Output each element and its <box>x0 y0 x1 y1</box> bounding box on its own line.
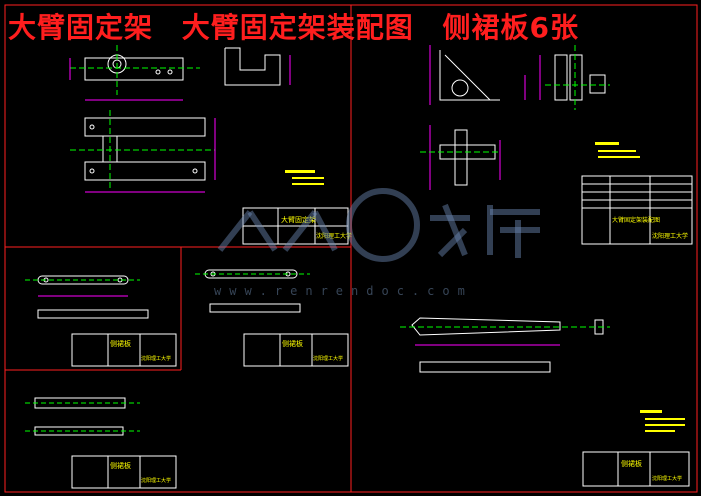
headline: 大臂固定架 大臂固定架装配图 侧裙板6张 <box>8 10 698 46</box>
sheet2-dimensions <box>429 45 541 190</box>
watermark-logo <box>217 188 540 262</box>
watermark-url: www.renrendoc.com <box>214 284 473 298</box>
sheet5-title-school: 沈阳理工大学 <box>141 477 171 484</box>
sheet3-part <box>37 275 149 319</box>
sheet6-title-school: 沈阳理工大学 <box>652 475 682 482</box>
sheet-frames <box>4 4 698 493</box>
sheet5-title-name: 侧裙板 <box>110 461 131 470</box>
sheet1-notes <box>285 170 324 185</box>
sheet3-title-name: 侧裙板 <box>110 339 131 348</box>
title-part-1: 大臂固定架 <box>8 11 154 44</box>
sheet2-centerlines <box>420 45 610 153</box>
sheet2-parts-list <box>581 175 693 245</box>
sheet1-title-name: 大臂固定架 <box>281 215 316 224</box>
sheet2-notes <box>595 142 640 158</box>
sheet4-title-school: 沈阳理工大学 <box>313 355 343 362</box>
sheet2-assembly <box>439 50 606 186</box>
sheet1-dimensions <box>69 55 291 193</box>
title-part-2: 大臂固定架装配图 <box>181 11 414 44</box>
sheet2-title-school: 沈阳理工大学 <box>652 232 688 240</box>
sheet6-title-name: 侧裙板 <box>621 459 642 468</box>
sheet6-notes <box>640 410 685 432</box>
sheet5-part <box>34 397 126 436</box>
sheet4-title-name: 侧裙板 <box>282 339 303 348</box>
sheet4-title-block <box>243 333 349 367</box>
sheet1-centerlines <box>70 45 215 190</box>
sheet3-title-block <box>71 333 177 367</box>
sheet5-title-block <box>71 455 177 489</box>
sheet5-centerlines <box>25 402 140 432</box>
title-part-3: 侧裙板6张 <box>442 11 580 44</box>
sheet1-title-school: 沈阳理工大学 <box>316 232 352 240</box>
sheet3-title-school: 沈阳理工大学 <box>141 355 171 362</box>
sheet1-title-block <box>242 207 349 245</box>
sheet6-title-block <box>582 451 690 487</box>
sheet2-title-name: 大臂固定架装配图 <box>612 216 660 224</box>
